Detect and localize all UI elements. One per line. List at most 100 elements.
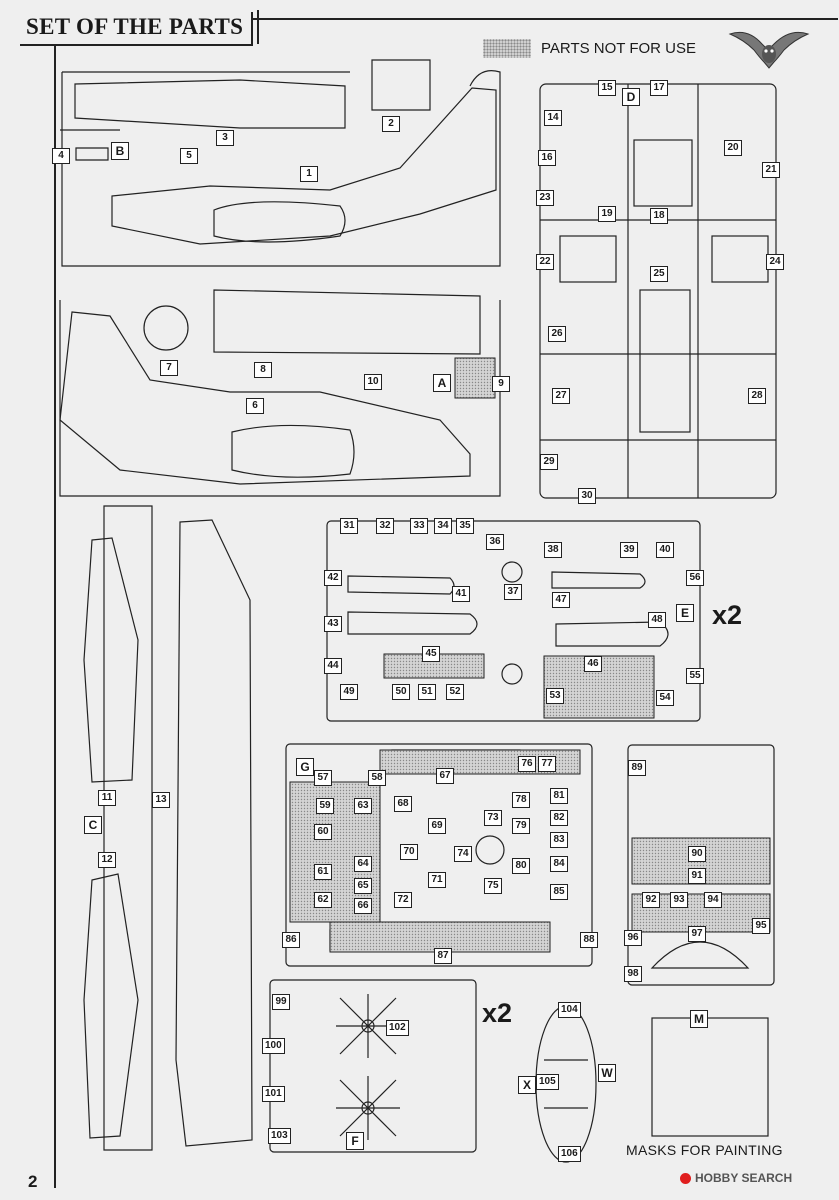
part-number-56: 56 [686, 570, 704, 586]
part-number-22: 22 [536, 254, 554, 270]
part-number-92: 92 [642, 892, 660, 908]
part-number-74: 74 [454, 846, 472, 862]
part-number-96: 96 [624, 930, 642, 946]
part-number-36: 36 [486, 534, 504, 550]
part-number-18: 18 [650, 208, 668, 224]
sprue-letter-f: F [346, 1132, 364, 1150]
part-number-53: 53 [546, 688, 564, 704]
part-number-102: 102 [386, 1020, 409, 1036]
part-number-47: 47 [552, 592, 570, 608]
part-number-105: 105 [536, 1074, 559, 1090]
part-number-81: 81 [550, 788, 568, 804]
part-number-95: 95 [752, 918, 770, 934]
part-number-89: 89 [628, 760, 646, 776]
watermark: HOBBY SEARCH [680, 1171, 792, 1185]
part-number-67: 67 [436, 768, 454, 784]
part-number-30: 30 [578, 488, 596, 504]
part-number-11: 11 [98, 790, 116, 806]
part-number-26: 26 [548, 326, 566, 342]
part-number-71: 71 [428, 872, 446, 888]
part-number-55: 55 [686, 668, 704, 684]
part-number-48: 48 [648, 612, 666, 628]
sprue-letter-w: W [598, 1064, 616, 1082]
part-number-24: 24 [766, 254, 784, 270]
part-number-2: 2 [382, 116, 400, 132]
part-number-73: 73 [484, 810, 502, 826]
part-number-88: 88 [580, 932, 598, 948]
part-number-58: 58 [368, 770, 386, 786]
part-number-4: 4 [52, 148, 70, 164]
part-number-61: 61 [314, 864, 332, 880]
part-number-35: 35 [456, 518, 474, 534]
part-number-34: 34 [434, 518, 452, 534]
legend: PARTS NOT FOR USE [483, 39, 696, 58]
part-number-103: 103 [268, 1128, 291, 1144]
sprue-letter-e: E [676, 604, 694, 622]
part-number-37: 37 [504, 584, 522, 600]
part-number-5: 5 [180, 148, 198, 164]
part-number-70: 70 [400, 844, 418, 860]
part-number-20: 20 [724, 140, 742, 156]
legend-label: PARTS NOT FOR USE [541, 40, 697, 57]
part-number-7: 7 [160, 360, 178, 376]
part-number-31: 31 [340, 518, 358, 534]
part-number-66: 66 [354, 898, 372, 914]
multiplier-f: x2 [482, 998, 513, 1028]
part-number-9: 9 [492, 376, 510, 392]
owl-logo [728, 31, 810, 69]
part-number-84: 84 [550, 856, 568, 872]
not-for-use-swatch [483, 39, 531, 58]
part-number-6: 6 [246, 398, 264, 414]
part-number-1: 1 [300, 166, 318, 182]
part-number-63: 63 [354, 798, 372, 814]
watermark-label: HOBBY SEARCH [695, 1171, 793, 1185]
part-number-10: 10 [364, 374, 382, 390]
part-number-40: 40 [656, 542, 674, 558]
part-number-19: 19 [598, 206, 616, 222]
part-number-43: 43 [324, 616, 342, 632]
part-number-98: 98 [624, 966, 642, 982]
part-number-12: 12 [98, 852, 116, 868]
part-number-8: 8 [254, 362, 272, 378]
part-number-69: 69 [428, 818, 446, 834]
part-number-42: 42 [324, 570, 342, 586]
part-number-45: 45 [422, 646, 440, 662]
masks-label: MASKS FOR PAINTING [626, 1142, 783, 1158]
part-number-33: 33 [410, 518, 428, 534]
part-number-93: 93 [670, 892, 688, 908]
part-number-50: 50 [392, 684, 410, 700]
hobbysearch-logo-icon [680, 1172, 691, 1184]
part-number-87: 87 [434, 948, 452, 964]
part-number-79: 79 [512, 818, 530, 834]
part-number-41: 41 [452, 586, 470, 602]
part-number-59: 59 [316, 798, 334, 814]
part-number-17: 17 [650, 80, 668, 96]
part-number-72: 72 [394, 892, 412, 908]
part-number-3: 3 [216, 130, 234, 146]
part-number-25: 25 [650, 266, 668, 282]
part-number-15: 15 [598, 80, 616, 96]
part-number-60: 60 [314, 824, 332, 840]
part-number-75: 75 [484, 878, 502, 894]
part-number-85: 85 [550, 884, 568, 900]
part-number-77: 77 [538, 756, 556, 772]
part-number-44: 44 [324, 658, 342, 674]
part-number-65: 65 [354, 878, 372, 894]
part-number-80: 80 [512, 858, 530, 874]
part-number-57: 57 [314, 770, 332, 786]
part-number-64: 64 [354, 856, 372, 872]
part-number-100: 100 [262, 1038, 285, 1054]
sprue-letter-d: D [622, 88, 640, 106]
sprue-letter-b: B [111, 142, 129, 160]
part-number-99: 99 [272, 994, 290, 1010]
part-number-51: 51 [418, 684, 436, 700]
part-number-78: 78 [512, 792, 530, 808]
part-number-106: 106 [558, 1146, 581, 1162]
part-number-82: 82 [550, 810, 568, 826]
part-number-68: 68 [394, 796, 412, 812]
sprue-letter-x: X [518, 1076, 536, 1094]
part-number-46: 46 [584, 656, 602, 672]
part-number-29: 29 [540, 454, 558, 470]
part-number-49: 49 [340, 684, 358, 700]
